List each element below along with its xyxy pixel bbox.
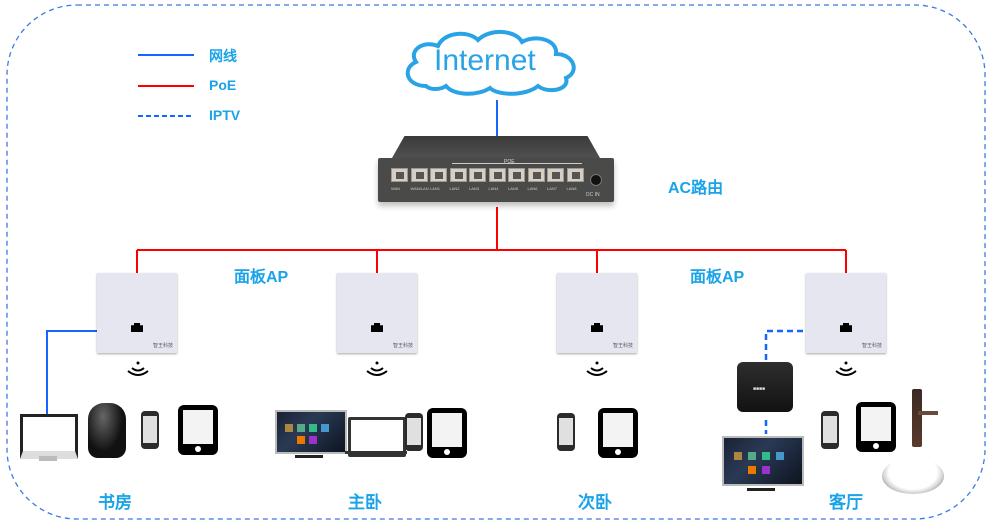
router-top — [392, 136, 600, 158]
cloud-icon — [405, 30, 576, 96]
phone-icon — [821, 411, 839, 449]
iptv-box-icon: ■■■■ — [737, 362, 793, 412]
router-port: LAN5 — [508, 168, 525, 191]
room-label: 客厅 — [829, 493, 863, 512]
phone-icon — [141, 411, 159, 449]
panel-ap-second-bedroom: 智王科技 — [557, 273, 637, 353]
panel-ap-master-bedroom: 智王科技 — [337, 273, 417, 353]
smart-lock-icon — [912, 389, 922, 447]
room-label: 书房 — [98, 493, 132, 512]
router-port-label: LAN5 — [508, 186, 519, 191]
router-port-label: LAN4 — [488, 186, 499, 191]
router-port: WAN — [391, 168, 408, 191]
router-port: LAN1 — [430, 168, 447, 191]
router-label: AC路由 — [668, 180, 724, 197]
router-port-label: WAN — [391, 186, 401, 191]
room-label: 次卧 — [578, 493, 612, 512]
tablet-icon — [856, 402, 896, 452]
wifi-signal-icon — [366, 361, 388, 376]
desktop-monitor-icon — [20, 414, 78, 459]
tv-icon — [275, 410, 347, 454]
tablet-icon — [427, 408, 467, 458]
ethernet-port-icon — [591, 323, 603, 332]
legend-iptv-label: IPTV — [209, 107, 241, 123]
dc-power-jack — [590, 174, 602, 186]
router-port: LAN8 — [566, 168, 584, 191]
phone-icon — [557, 413, 575, 451]
panel-ap-study: 智王科技 — [97, 273, 177, 353]
router-port-label: LAN3 — [469, 186, 480, 191]
router-port: LAN3 — [469, 168, 486, 191]
tv-icon — [722, 436, 804, 486]
router-port-label: LAN6 — [527, 186, 538, 191]
legend-poe-label: PoE — [209, 77, 237, 93]
laptop-icon — [348, 417, 406, 457]
dc-in-label: DC IN — [586, 192, 600, 198]
wifi-signal-icon — [586, 361, 608, 376]
router-poe-label: POE — [504, 159, 515, 165]
ap-label: 面板AP — [690, 269, 745, 286]
router-port-label: LAN8 — [566, 186, 577, 191]
router-port-label: WAN/LAN — [410, 186, 429, 191]
wifi-signal-icon — [127, 361, 149, 376]
router-port-label: LAN2 — [449, 186, 460, 191]
home-boundary — [6, 4, 986, 520]
tablet-icon — [178, 405, 218, 455]
ap-label: 面板AP — [234, 269, 289, 286]
router-port: WAN/LAN — [410, 168, 429, 191]
router-port-label: LAN7 — [547, 186, 558, 191]
router-port-label: LAN1 — [430, 186, 441, 191]
phone-icon — [405, 413, 423, 451]
wifi-signal-icon — [835, 361, 857, 376]
robot-vacuum-icon — [882, 458, 944, 494]
internet-cloud: Internet — [398, 28, 586, 100]
tablet-icon — [598, 408, 638, 458]
ethernet-port-icon — [131, 323, 143, 332]
router-port: LAN2 — [449, 168, 467, 191]
panel-ap-living-room: 智王科技 — [806, 273, 886, 353]
room-label: 主卧 — [348, 493, 382, 512]
router-port: LAN4 — [488, 168, 506, 191]
legend-ethernet-label: 网线 — [209, 48, 237, 64]
internet-label: Internet — [434, 44, 536, 77]
router-port: LAN6 — [527, 168, 545, 191]
ethernet-port-icon — [840, 323, 852, 332]
router-port: LAN7 — [547, 168, 564, 191]
ethernet-port-icon — [371, 323, 383, 332]
smart-speaker-icon — [88, 403, 126, 458]
